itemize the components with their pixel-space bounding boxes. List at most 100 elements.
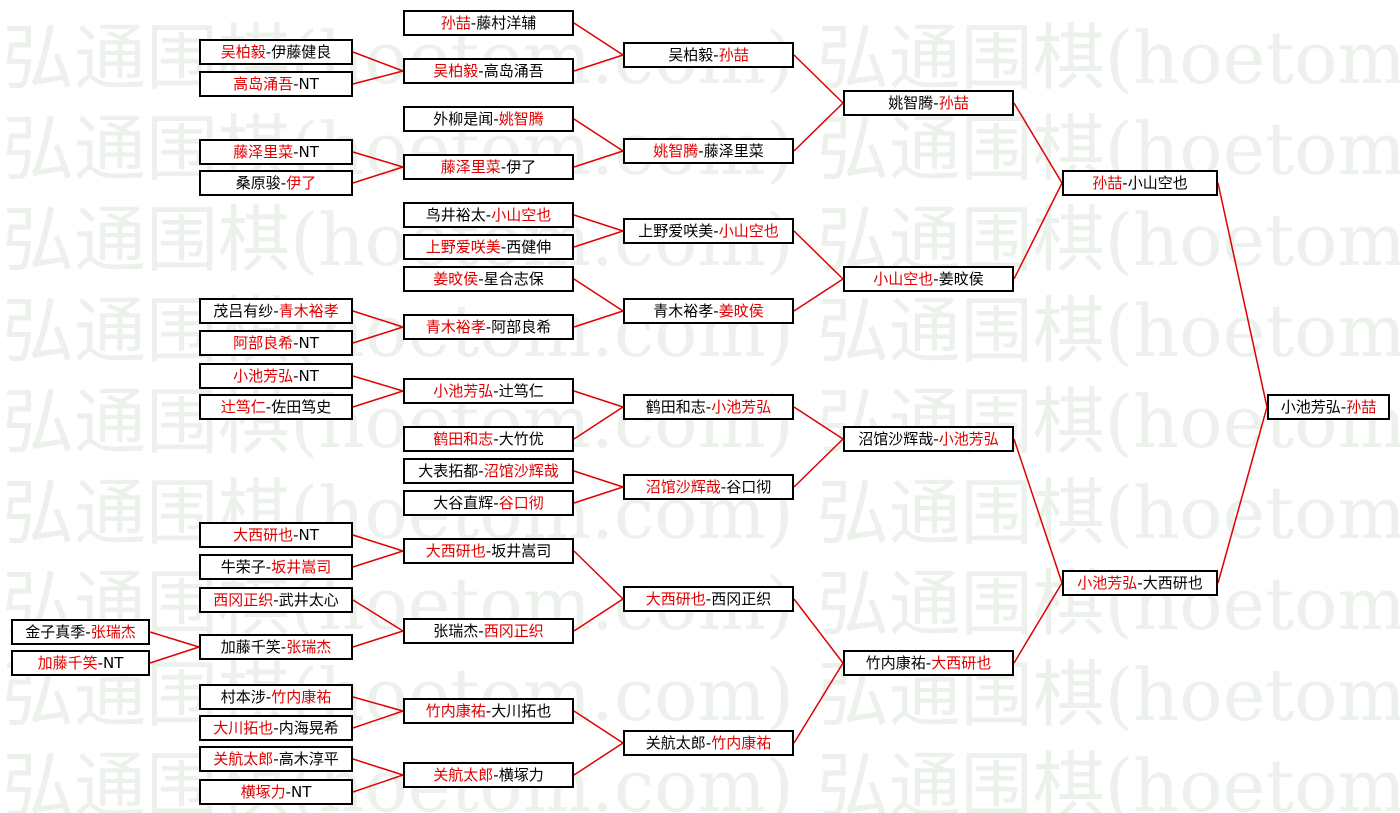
versus-dash: -: [265, 398, 272, 416]
player-two: NT: [103, 654, 124, 672]
versus-dash: -: [493, 766, 499, 784]
match-box-r2-7: 小池芳弘-NT: [199, 363, 353, 389]
player-one: 吴柏毅: [668, 46, 714, 64]
player-one: 加藤千笑: [220, 638, 281, 656]
connector-r3-5: [573, 214, 624, 232]
player-one: 小山空也: [873, 270, 934, 288]
player-two: 坂井嵩司: [271, 558, 332, 576]
player-one: 竹内康祐: [865, 654, 926, 672]
player-one: 小池芳弘: [1077, 574, 1138, 592]
player-two: 横塚力: [498, 766, 544, 784]
match-box-r3-16: 关航太郎-横塚力: [403, 762, 574, 788]
versus-dash: -: [933, 94, 939, 112]
versus-dash: -: [485, 206, 492, 224]
versus-dash: -: [720, 478, 727, 496]
connector-r2-13: [352, 696, 404, 712]
player-one: 小池芳弘: [233, 367, 294, 385]
player-one: 姚智腾: [888, 94, 934, 112]
player-one: 姚智腾: [653, 142, 699, 160]
player-one: 关航太郎: [433, 766, 494, 784]
connector-r4-2: [793, 102, 844, 152]
match-box-r3-4: 藤泽里菜-伊了: [403, 154, 574, 180]
match-box-r2-4: 桑原骏-伊了: [199, 170, 353, 196]
player-two: NT: [291, 783, 312, 801]
versus-dash: -: [493, 110, 499, 128]
player-one: 牛荣子: [220, 558, 266, 576]
versus-dash: -: [293, 75, 299, 93]
player-one: 姜旼侯: [433, 270, 479, 288]
versus-dash: -: [265, 688, 272, 706]
connector-r5-3: [1013, 438, 1063, 584]
player-one: 藤泽里菜: [440, 158, 501, 176]
player-one: 加藤千笑: [37, 654, 98, 672]
match-box-r4-7: 大西研也-西冈正织: [623, 586, 794, 612]
versus-dash: -: [713, 302, 719, 320]
versus-dash: -: [97, 654, 104, 672]
connector-r5-2: [1013, 182, 1063, 280]
player-one: 竹内康祐: [425, 702, 486, 720]
match-box-r1-1: 金子真季-张瑞杰: [11, 619, 150, 645]
player-two: 谷口彻: [726, 478, 772, 496]
match-box-r5-4: 竹内康祐-大西研也: [843, 650, 1014, 676]
connector-r2-4: [352, 166, 404, 184]
versus-dash: -: [485, 542, 492, 560]
player-one: 阿部良希: [233, 334, 294, 352]
versus-dash: -: [273, 750, 279, 768]
player-one: 沼馆沙辉哉: [645, 478, 721, 496]
match-box-r3-8: 青木裕孝-阿部良希: [403, 314, 574, 340]
versus-dash: -: [280, 638, 287, 656]
connector-r2-1: [352, 51, 404, 72]
player-two: 小山空也: [491, 206, 552, 224]
player-two: 姚智腾: [498, 110, 544, 128]
player-two: 小池芳弘: [711, 398, 772, 416]
player-one: 鹤田和志: [433, 430, 494, 448]
connector-r3-8: [573, 310, 624, 328]
versus-dash: -: [293, 367, 299, 385]
match-box-r2-13: 村本涉-竹内康祐: [199, 684, 353, 710]
versus-dash: -: [705, 734, 712, 752]
connector-r4-6: [793, 438, 844, 488]
connector-r2-9: [352, 534, 404, 552]
versus-dash: -: [713, 222, 719, 240]
connector-r3-9: [573, 390, 624, 408]
player-two: 沼馆沙辉哉: [483, 462, 559, 480]
player-two: NT: [298, 75, 319, 93]
player-one: 桑原骏: [235, 174, 281, 192]
player-one: 小池芳弘: [1280, 398, 1341, 416]
player-two: 辻笃仁: [498, 382, 544, 400]
connector-r6-1: [1217, 182, 1268, 408]
connector-r3-2: [573, 54, 624, 72]
match-box-r4-1: 吴柏毅-孙喆: [623, 42, 794, 68]
player-one: 小池芳弘: [433, 382, 494, 400]
versus-dash: -: [293, 143, 299, 161]
connector-r3-16: [573, 742, 624, 776]
player-one: 青木裕孝: [425, 318, 486, 336]
player-one: 大川拓也: [213, 719, 274, 737]
player-one: 张瑞杰: [433, 622, 479, 640]
match-box-r3-12: 大谷直辉-谷口彻: [403, 490, 574, 516]
player-one: 藤泽里菜: [233, 143, 294, 161]
connector-r4-4: [793, 278, 844, 312]
match-box-r2-14: 大川拓也-内海晃希: [199, 715, 353, 741]
versus-dash: -: [280, 174, 287, 192]
player-two: 小山空也: [1127, 174, 1188, 192]
connector-r3-7: [573, 278, 624, 312]
connector-r3-6: [573, 230, 624, 248]
player-two: 孙喆: [1346, 398, 1377, 416]
match-box-r3-10: 鹤田和志-大竹优: [403, 426, 574, 452]
player-two: 谷口彻: [498, 494, 544, 512]
player-two: 藤泽里菜: [703, 142, 764, 160]
versus-dash: -: [285, 783, 292, 801]
player-two: 佐田笃史: [271, 398, 332, 416]
player-two: 姜旼侯: [938, 270, 984, 288]
match-box-r2-16: 横塚力-NT: [199, 779, 353, 805]
match-box-r2-9: 大西研也-NT: [199, 522, 353, 548]
versus-dash: -: [478, 62, 484, 80]
player-two: 大竹优: [498, 430, 544, 448]
player-two: 伊藤健良: [271, 43, 332, 61]
versus-dash: -: [500, 238, 507, 256]
match-box-r2-2: 高岛涌吾-NT: [199, 71, 353, 97]
versus-dash: -: [478, 462, 484, 480]
connector-r2-11: [352, 599, 404, 632]
